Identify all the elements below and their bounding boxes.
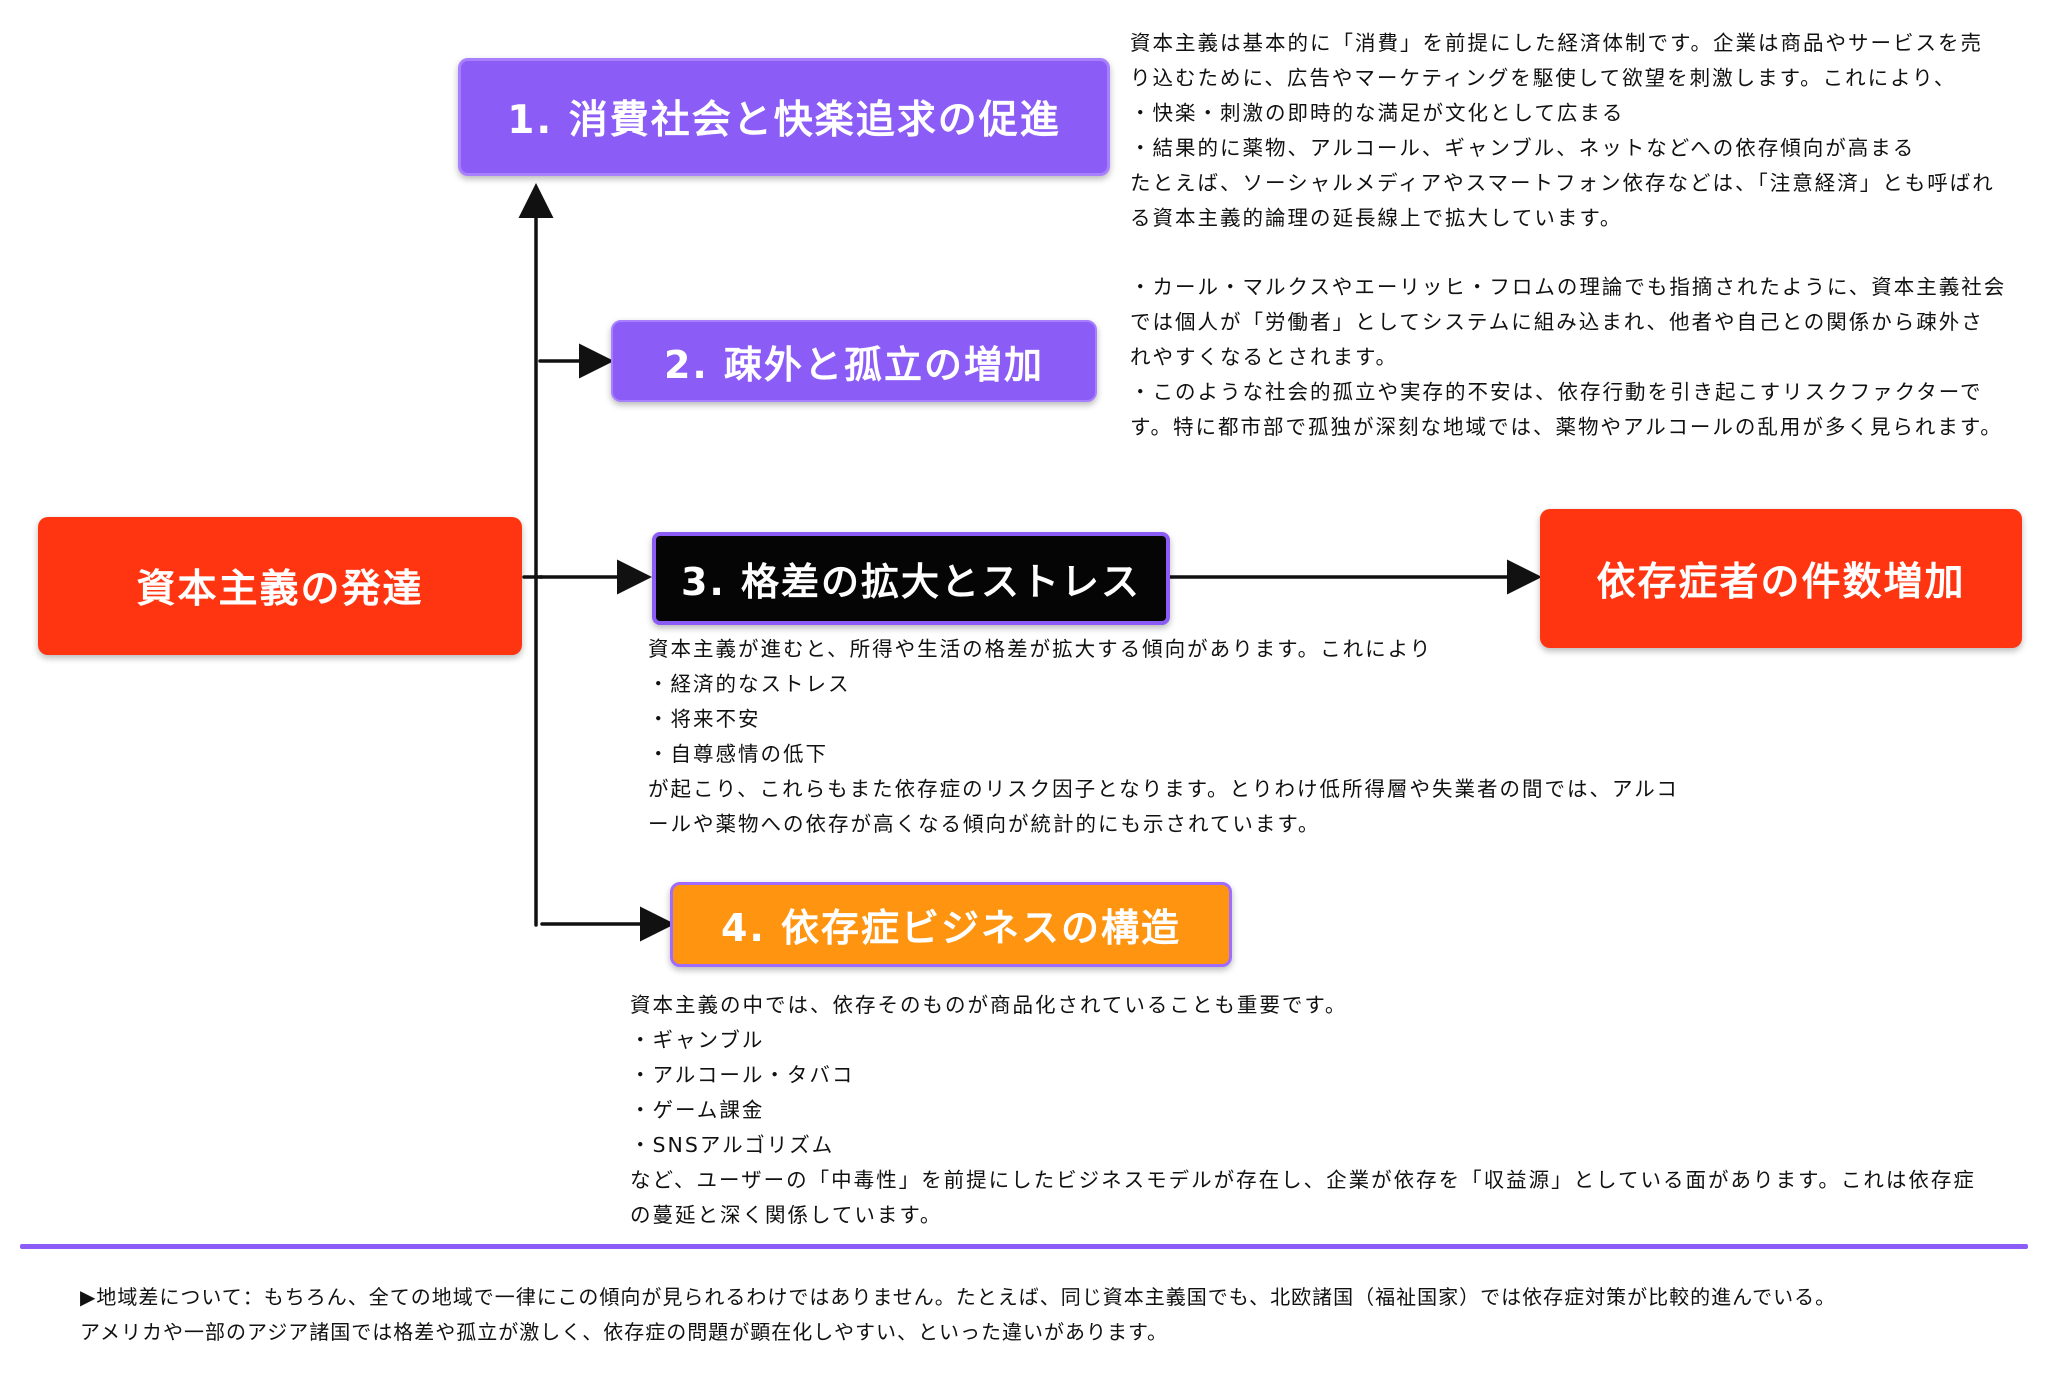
factor-3-description: 資本主義が進むと、所得や生活の格差が拡大する傾向があります。これにより ・経済的… [648,632,1679,842]
factor-node-2-label: 2. 疎外と孤立の増加 [663,342,1045,387]
factor-4-line: 資本主義の中では、依存そのものが商品化されていることも重要です。 [630,993,1348,1017]
footnote: ▶地域差について：もちろん、全ての地域で一律にこの傾向が見られるわけではありませ… [80,1280,1836,1350]
factor-3-line: ・自尊感情の低下 [648,742,828,766]
factor-4-line: ・ギャンブル [630,1028,765,1052]
factor-2-line: では個人が「労働者」としてシステムに組み込まれ、他者や自己との関係から疎外さ [1130,310,1984,334]
footnote-line: ▶地域差について：もちろん、全ての地域で一律にこの傾向が見られるわけではありませ… [80,1285,1837,1309]
factor-2-line: れやすくなるとされます。 [1130,345,1398,369]
factor-2-line: ・カール・マルクスやエーリッヒ・フロムの理論でも指摘されたように、資本主義社会 [1130,275,2007,299]
factor-4-line: ・SNSアルゴリズム [630,1133,835,1157]
factor-node-1: 1. 消費社会と快楽追求の促進 [458,58,1110,176]
factor-3-line: が起こり、これらもまた依存症のリスク因子となります。とりわけ低所得層や失業者の間… [648,777,1679,801]
factor-1-line: ・結果的に薬物、アルコール、ギャンブル、ネットなどへの依存傾向が高まる [1130,136,1916,160]
factor-1-line: ・快楽・刺激の即時的な満足が文化として広まる [1130,101,1625,125]
factor-1-line: る資本主義的論理の延長線上で拡大しています。 [1130,206,1623,230]
factor-2-description: ・カール・マルクスやエーリッヒ・フロムの理論でも指摘されたように、資本主義社会 … [1130,270,2006,445]
footnote-line: アメリカや一部のアジア諸国では格差や孤立が激しく、依存症の問題が顕在化しやすい、… [80,1320,1168,1344]
factor-node-3-label: 3. 格差の拡大とストレス [680,560,1142,604]
factor-node-2: 2. 疎外と孤立の増加 [611,320,1097,402]
factor-node-1-label: 1. 消費社会と快楽追求の促進 [507,98,1061,143]
factor-2-line: す。特に都市部で孤独が深刻な地域では、薬物やアルコールの乱用が多く見られます。 [1130,415,2003,439]
source-node-label: 資本主義の発達 [136,567,424,612]
factor-4-line: など、ユーザーの「中毒性」を前提にしたビジネスモデルが存在し、企業が依存を「収益… [630,1168,1976,1192]
divider-line [20,1244,2028,1249]
factor-4-line: ・アルコール・タバコ [630,1063,855,1087]
factor-4-description: 資本主義の中では、依存そのものが商品化されていることも重要です。 ・ギャンブル … [630,988,1976,1233]
factor-1-line: たとえば、ソーシャルメディアやスマートフォン依存などは、「注意経済」とも呼ばれ [1130,171,1995,195]
factor-node-3: 3. 格差の拡大とストレス [652,532,1170,625]
factor-4-line: ・ゲーム課金 [630,1098,765,1122]
factor-3-line: ・将来不安 [648,707,761,731]
factor-3-line: 資本主義が進むと、所得や生活の格差が拡大する傾向があります。これにより [648,637,1433,661]
factor-1-description: 資本主義は基本的に「消費」を前提にした経済体制です。企業は商品やサービスを売 り… [1130,26,1995,236]
factor-4-line: の蔓延と深く関係しています。 [630,1203,943,1227]
factor-node-4-label: 4. 依存症ビジネスの構造 [720,906,1182,950]
factor-node-4: 4. 依存症ビジネスの構造 [670,882,1232,967]
factor-1-line: り込むために、広告やマーケティングを駆使して欲望を刺激します。これにより、 [1130,66,1957,90]
factor-1-line: 資本主義は基本的に「消費」を前提にした経済体制です。企業は商品やサービスを売 [1130,31,1983,55]
target-node: 依存症者の件数増加 [1540,509,2022,648]
target-node-label: 依存症者の件数増加 [1596,559,1966,605]
factor-3-line: ールや薬物への依存が高くなる傾向が統計的にも示されています。 [648,812,1321,836]
source-node: 資本主義の発達 [38,517,522,655]
factor-2-line: ・このような社会的孤立や実存的不安は、依存行動を引き起こすリスクファクターで [1130,380,1983,404]
factor-3-line: ・経済的なストレス [648,672,851,696]
